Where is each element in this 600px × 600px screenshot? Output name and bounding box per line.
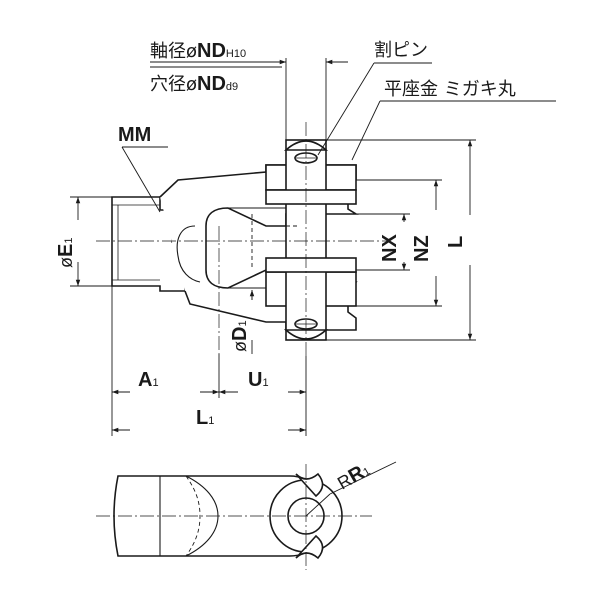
split-pin xyxy=(295,472,324,498)
u1-label: U1 xyxy=(248,369,269,391)
split-pin-label: 割ピン xyxy=(374,40,428,61)
l-label: L xyxy=(445,236,467,248)
nx-label: NX xyxy=(379,234,401,262)
washer-top xyxy=(265,189,357,205)
hole-diameter-label: 穴径øNDd9 xyxy=(150,73,238,95)
labels: 軸径øNDH10 穴径øNDd9 割ピン 平座金 ミガキ丸 MM øE1 øD1… xyxy=(55,40,516,494)
thread-label: MM xyxy=(118,124,151,146)
a1-label: A1 xyxy=(138,369,159,391)
nz-label: NZ xyxy=(411,235,433,262)
e1-label: øE1 xyxy=(55,238,77,268)
l1-label: L1 xyxy=(196,407,214,429)
flat-washer-label: 平座金 ミガキ丸 xyxy=(384,79,516,100)
d1-label: øD1 xyxy=(229,320,251,352)
r1-label: RR1 xyxy=(334,458,374,494)
side-view xyxy=(96,461,397,570)
shaft-diameter-label: 軸径øNDH10 xyxy=(150,40,246,62)
front-view xyxy=(96,122,390,356)
washer-bottom xyxy=(265,257,357,273)
dimension-lines xyxy=(70,58,556,436)
